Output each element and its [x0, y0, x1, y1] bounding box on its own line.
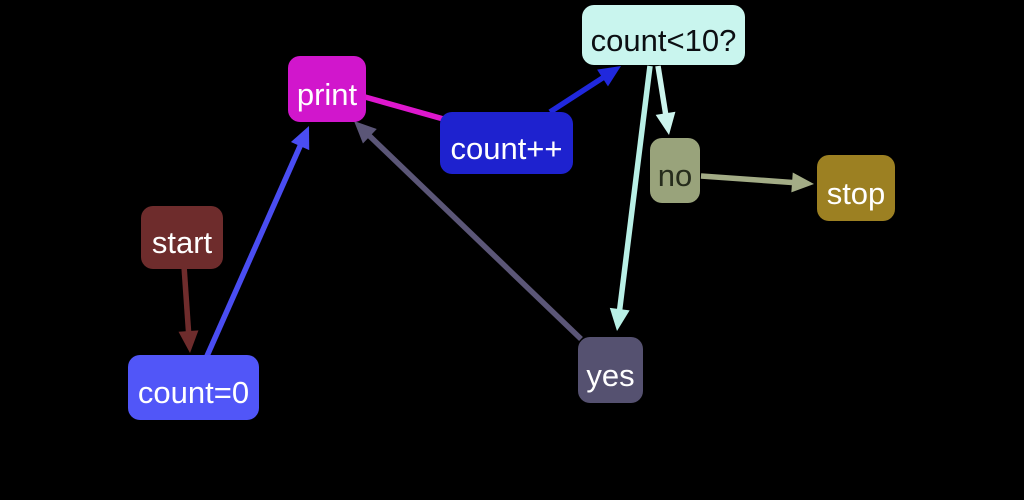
- edge-line: [700, 173, 795, 186]
- edge-line: [366, 132, 583, 341]
- arrowhead-icon: [597, 66, 621, 87]
- edge-line: [364, 94, 450, 124]
- node-print[interactable]: print: [288, 56, 366, 122]
- edge-line: [204, 143, 304, 358]
- edge-count-pp-to-count-lt-10: [548, 66, 621, 115]
- node-no[interactable]: no: [650, 138, 700, 203]
- node-label: print: [296, 76, 358, 112]
- node-label: count=0: [137, 375, 250, 410]
- node-count-eq-0[interactable]: count=0: [128, 355, 259, 420]
- edge-no-to-stop: [700, 172, 814, 193]
- edge-line: [655, 65, 669, 116]
- node-start[interactable]: start: [141, 206, 223, 269]
- node-label: start: [151, 225, 213, 260]
- node-label: stop: [826, 175, 886, 211]
- edge-yes-to-print: [354, 121, 583, 341]
- node-count-lt-10[interactable]: count<10?: [582, 5, 745, 65]
- edge-print-to-count-pp: [364, 94, 450, 124]
- edge-line: [548, 74, 606, 115]
- node-stop[interactable]: stop: [817, 155, 895, 221]
- arrowhead-icon: [178, 330, 199, 353]
- arrowhead-icon: [609, 307, 630, 331]
- arrowhead-icon: [791, 172, 814, 193]
- node-label: count<10?: [590, 22, 737, 58]
- node-label: count++: [450, 130, 563, 166]
- node-count-pp[interactable]: count++: [440, 112, 573, 174]
- arrowhead-icon: [354, 121, 377, 144]
- node-yes[interactable]: yes: [578, 337, 643, 403]
- edge-count-eq-0-to-print: [204, 126, 310, 358]
- edge-count-lt-10-to-yes: [609, 65, 653, 331]
- edge-line: [181, 265, 192, 334]
- edge-line: [616, 65, 653, 312]
- node-label: no: [657, 158, 693, 193]
- edge-start-to-count-eq-0: [178, 265, 199, 353]
- arrowhead-icon: [655, 111, 676, 135]
- arrowhead-icon: [290, 126, 310, 151]
- edge-count-lt-10-to-no: [655, 65, 676, 135]
- node-label: yes: [586, 357, 635, 393]
